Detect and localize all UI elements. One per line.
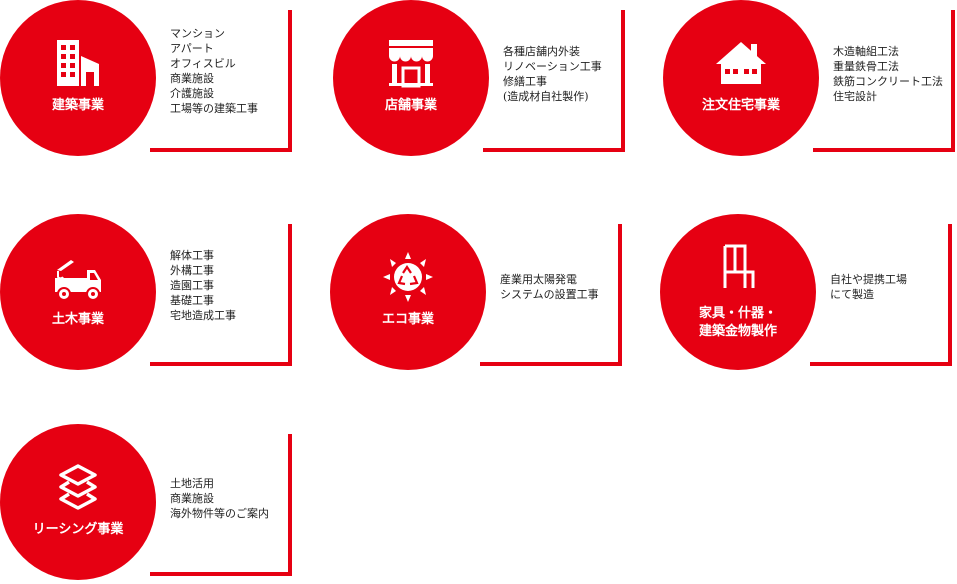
service-item: (造成材自社製作) [503, 90, 589, 103]
house-icon [714, 38, 768, 88]
service-item: アパート [170, 42, 214, 55]
stacked-layers-icon [51, 462, 105, 512]
service-title-line2: 建築金物製作 [698, 323, 777, 338]
service-items: 自社や提携工場 にて製造 [830, 272, 907, 302]
service-card-leasing[interactable]: リーシング事業 土地活用 商業施設 海外物件等のご案内 [0, 424, 300, 584]
service-items: 産業用太陽発電 システムの設置工事 [500, 272, 599, 302]
service-item: オフィスビル [170, 57, 236, 70]
bracket-frame [813, 10, 955, 152]
service-title: 店舗事業 [384, 97, 437, 112]
service-item: 外構工事 [170, 264, 214, 277]
service-card-furniture[interactable]: 家具・什器・ 建築金物製作 自社や提携工場 にて製造 [660, 214, 957, 374]
service-item: 産業用太陽発電 [500, 273, 577, 286]
service-items: 木造軸組工法 重量鉄骨工法 鉄筋コンクリート工法 住宅設計 [833, 44, 943, 104]
tow-truck-icon [51, 252, 105, 302]
service-item: 商業施設 [170, 72, 214, 85]
service-circle[interactable]: 建築事業 [0, 0, 156, 156]
service-circle[interactable]: エコ事業 [330, 214, 486, 370]
bracket-frame [480, 224, 622, 366]
service-circle[interactable]: 店舗事業 [333, 0, 489, 156]
service-item: 修繕工事 [503, 75, 547, 88]
service-items: 各種店舗内外装 リノベーション工事 修繕工事 (造成材自社製作) [503, 44, 602, 104]
service-card-custom-house[interactable]: 注文住宅事業 木造軸組工法 重量鉄骨工法 鉄筋コンクリート工法 住宅設計 [663, 0, 957, 160]
service-title: 建築事業 [51, 97, 104, 112]
service-title-line1: 家具・什器・ [698, 305, 777, 320]
bracket-frame [150, 10, 292, 152]
building-icon [51, 38, 105, 88]
service-item: 工場等の建築工事 [170, 102, 258, 115]
service-items: マンション アパート オフィスビル 商業施設 介護施設 工場等の建築工事 [170, 26, 258, 116]
service-item: にて製造 [830, 288, 874, 301]
service-circle[interactable]: 土木事業 [0, 214, 156, 370]
service-item: 木造軸組工法 [833, 45, 899, 58]
service-item: 造園工事 [170, 279, 214, 292]
service-items: 解体工事 外構工事 造園工事 基礎工事 宅地造成工事 [170, 248, 236, 323]
service-item: マンション [170, 27, 225, 40]
service-item: 海外物件等のご案内 [170, 507, 269, 520]
service-circle[interactable]: 注文住宅事業 [663, 0, 819, 156]
service-item: 鉄筋コンクリート工法 [833, 75, 943, 88]
recycle-sun-icon [381, 252, 435, 302]
service-item: 介護施設 [170, 87, 214, 100]
service-item: 土地活用 [170, 477, 214, 490]
service-item: 基礎工事 [170, 294, 214, 307]
service-item: 自社や提携工場 [830, 273, 907, 286]
service-item: 解体工事 [170, 249, 214, 262]
service-title: 家具・什器・ 建築金物製作 [660, 304, 816, 340]
bracket-frame [483, 10, 625, 152]
service-item: 各種店舗内外装 [503, 45, 580, 58]
service-card-eco[interactable]: エコ事業 産業用太陽発電 システムの設置工事 [330, 214, 630, 374]
service-title: 土木事業 [51, 311, 104, 326]
service-item: 商業施設 [170, 492, 214, 505]
service-item: リノベーション工事 [503, 60, 602, 73]
service-card-store[interactable]: 店舗事業 各種店舗内外装 リノベーション工事 修繕工事 (造成材自社製作) [333, 0, 633, 160]
chair-icon [711, 242, 765, 292]
bracket-frame [150, 224, 292, 366]
service-card-construction[interactable]: 建築事業 マンション アパート オフィスビル 商業施設 介護施設 工場等の建築工… [0, 0, 300, 160]
service-item: 宅地造成工事 [170, 309, 236, 322]
service-item: 重量鉄骨工法 [833, 60, 899, 73]
service-circle[interactable]: リーシング事業 [0, 424, 156, 580]
service-title: エコ事業 [381, 311, 434, 326]
bracket-frame [810, 224, 952, 366]
service-title: リーシング事業 [32, 521, 124, 536]
service-item: システムの設置工事 [500, 288, 599, 301]
service-title: 注文住宅事業 [701, 97, 780, 112]
bracket-frame [150, 434, 292, 576]
service-items: 土地活用 商業施設 海外物件等のご案内 [170, 476, 269, 521]
service-card-civil-engineering[interactable]: 土木事業 解体工事 外構工事 造園工事 基礎工事 宅地造成工事 [0, 214, 300, 374]
service-item: 住宅設計 [833, 90, 877, 103]
storefront-icon [384, 38, 438, 88]
service-circle[interactable]: 家具・什器・ 建築金物製作 [660, 214, 816, 370]
